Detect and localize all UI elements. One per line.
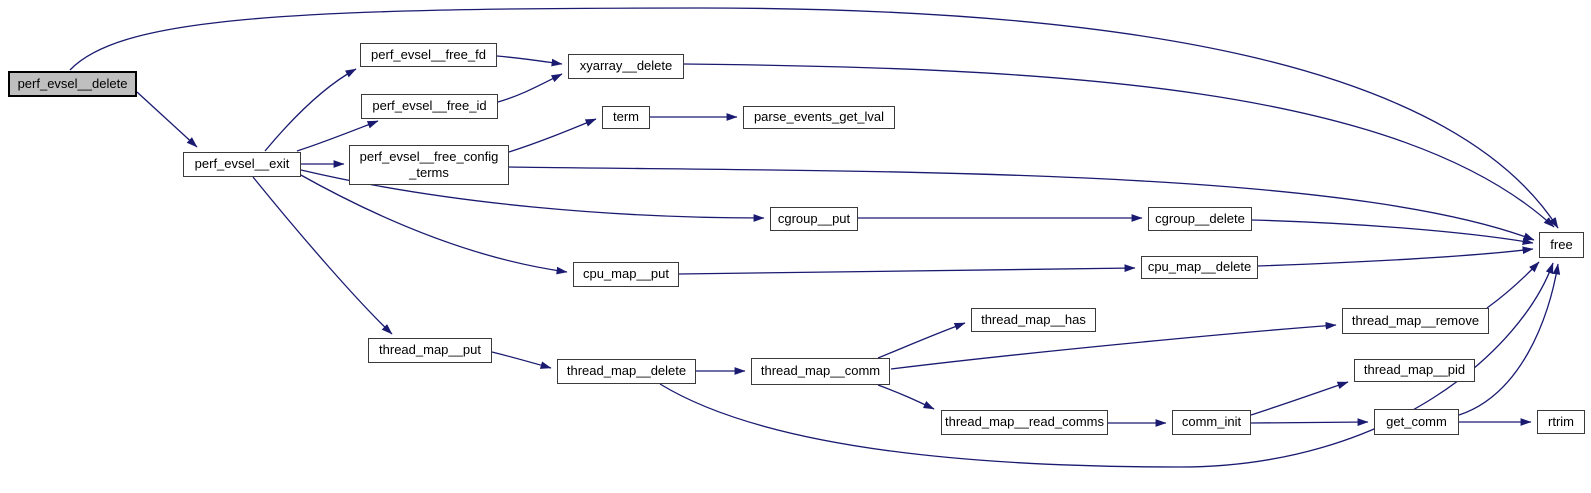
- edge-perf_evsel__free_id-to-xyarray__delete: [497, 73, 563, 103]
- edge-perf_evsel__free_config_terms-to-term: [508, 118, 597, 153]
- edge-thread_map__remove-to-free: [1486, 261, 1540, 309]
- edge-comm_init-to-get_comm: [1250, 418, 1369, 426]
- node-thread_map__comm[interactable]: thread_map__comm: [751, 358, 890, 385]
- edge-perf_evsel__delete-to-perf_evsel__exit: [136, 91, 198, 148]
- edge-get_comm-to-free: [1458, 263, 1561, 416]
- edge-perf_evsel__exit-to-perf_evsel__free_id: [296, 120, 379, 152]
- node-get_comm[interactable]: get_comm: [1374, 409, 1459, 435]
- edge-comm_init-to-thread_map__pid: [1250, 381, 1349, 416]
- edge-thread_map__comm-to-thread_map__has: [877, 322, 966, 359]
- node-xyarray__delete[interactable]: xyarray__delete: [568, 54, 684, 79]
- edge-perf_evsel__exit-to-perf_evsel__free_fd: [264, 68, 357, 152]
- node-parse_events_get_lval[interactable]: parse_events_get_lval: [743, 106, 895, 129]
- node-thread_map__read_comms[interactable]: thread_map__read_comms: [941, 410, 1108, 435]
- node-cgroup__delete[interactable]: cgroup__delete: [1148, 207, 1252, 231]
- edge-perf_evsel__exit-to-thread_map__put: [252, 176, 393, 335]
- node-rtrim[interactable]: rtrim: [1537, 410, 1585, 434]
- node-thread_map__has[interactable]: thread_map__has: [971, 308, 1096, 332]
- node-perf_evsel__free_config_terms[interactable]: perf_evsel__free_config _terms: [349, 145, 509, 185]
- edge-thread_map__comm-to-thread_map__read_comms: [877, 384, 935, 410]
- node-thread_map__pid[interactable]: thread_map__pid: [1354, 359, 1475, 382]
- node-cpu_map__put[interactable]: cpu_map__put: [573, 262, 679, 287]
- node-thread_map__put[interactable]: thread_map__put: [368, 338, 492, 363]
- edge-xyarray__delete-to-free: [683, 63, 1555, 228]
- edge-thread_map__put-to-thread_map__delete: [491, 351, 552, 369]
- edge-cgroup__delete-to-free: [1251, 219, 1534, 245]
- node-perf_evsel__free_fd[interactable]: perf_evsel__free_fd: [360, 43, 497, 67]
- edge-perf_evsel__delete-to-free: [69, 7, 1559, 229]
- edge-thread_map__comm-to-thread_map__remove: [890, 321, 1337, 370]
- node-perf_evsel__free_id[interactable]: perf_evsel__free_id: [361, 94, 498, 119]
- edge-thread_map__delete-to-free: [659, 262, 1554, 468]
- node-cpu_map__delete[interactable]: cpu_map__delete: [1141, 256, 1258, 279]
- edge-perf_evsel__free_config_terms-to-free: [508, 166, 1535, 241]
- node-comm_init[interactable]: comm_init: [1172, 410, 1251, 435]
- edge-cpu_map__put-to-cpu_map__delete: [678, 264, 1136, 275]
- node-thread_map__delete[interactable]: thread_map__delete: [557, 359, 696, 384]
- edge-perf_evsel__exit-to-cpu_map__put: [298, 173, 568, 275]
- node-cgroup__put[interactable]: cgroup__put: [770, 207, 858, 231]
- edge-perf_evsel__free_fd-to-xyarray__delete: [496, 55, 563, 67]
- node-free[interactable]: free: [1539, 232, 1584, 258]
- edge-cpu_map__delete-to-free: [1257, 246, 1534, 267]
- node-term[interactable]: term: [602, 106, 650, 129]
- node-perf_evsel__delete: perf_evsel__delete: [8, 71, 137, 97]
- node-thread_map__remove[interactable]: thread_map__remove: [1342, 308, 1489, 334]
- node-perf_evsel__exit[interactable]: perf_evsel__exit: [183, 152, 301, 177]
